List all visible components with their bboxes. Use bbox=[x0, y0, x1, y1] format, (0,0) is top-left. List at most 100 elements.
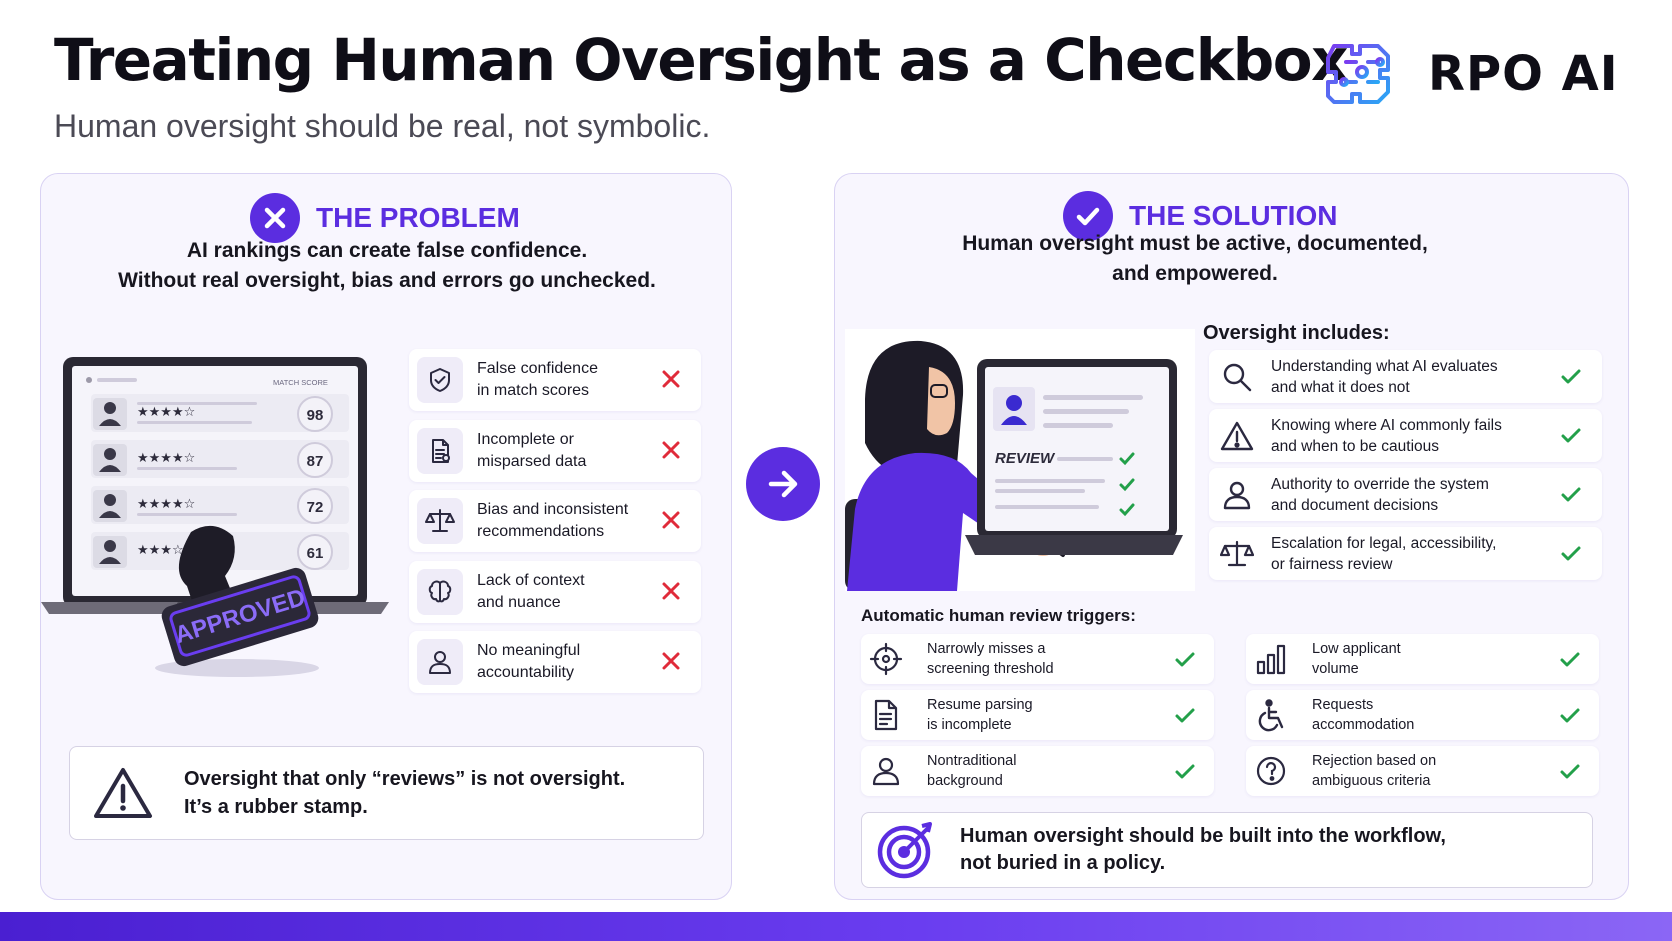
solution-panel: THE SOLUTION Human oversight must be act… bbox=[834, 173, 1629, 900]
problem-lead-line1: AI rankings can create false confidence. bbox=[186, 239, 588, 262]
solution-lead: Human oversight must be active, document… bbox=[895, 229, 1495, 289]
laptop-ranking-illustration: MATCH SCORE ★★★★☆ 98 ★★★★☆ 87 ★★★★☆ bbox=[41, 357, 389, 677]
check-icon bbox=[1561, 369, 1581, 384]
check-icon bbox=[1175, 652, 1195, 667]
problem-list: False confidence in match scores Incompl… bbox=[409, 349, 701, 702]
closing-text: Human oversight should be built into the… bbox=[960, 823, 1446, 877]
list-item: Resume parsing is incomplete bbox=[861, 690, 1214, 740]
list-item-line2: recommendations bbox=[477, 523, 605, 540]
problem-panel: THE PROBLEM AI rankings can create false… bbox=[40, 173, 732, 900]
list-item-line1: Lack of context bbox=[477, 571, 585, 589]
arrow-right-icon bbox=[746, 447, 820, 521]
list-item-line1: No meaningful bbox=[477, 642, 581, 659]
problem-lead-line2: Without real oversight, bias and errors … bbox=[118, 269, 656, 292]
list-item: Incomplete or misparsed data bbox=[409, 419, 701, 482]
list-item: Low applicant volume bbox=[1246, 634, 1599, 684]
list-item-line1: Resume parsing bbox=[927, 697, 1033, 713]
x-circle-icon bbox=[250, 193, 300, 243]
check-circle-icon bbox=[1063, 191, 1113, 241]
list-item-text: Escalation for legal, accessibility, or … bbox=[1271, 533, 1541, 575]
list-item-line2: accountability bbox=[477, 664, 574, 681]
list-item: Knowing where AI commonly fails and when… bbox=[1209, 409, 1602, 462]
page-subtitle: Human oversight should be real, not symb… bbox=[54, 108, 711, 144]
list-item-line1: Authority to override the system bbox=[1271, 475, 1489, 493]
list-item-line1: Understanding what AI evaluates bbox=[1271, 357, 1498, 375]
list-item-line2: ambiguous criteria bbox=[1312, 773, 1431, 789]
list-item: Requests accommodation bbox=[1246, 690, 1599, 740]
cross-icon bbox=[662, 370, 680, 388]
list-item-text: Requests accommodation bbox=[1312, 695, 1532, 735]
circuit-brain-icon bbox=[1326, 44, 1390, 104]
check-icon bbox=[1175, 708, 1195, 723]
solution-lead-line2: and empowered. bbox=[1112, 262, 1278, 285]
rubber-stamp-warning: Oversight that only “reviews” is not ove… bbox=[69, 746, 704, 840]
score-value: 98 bbox=[307, 407, 324, 424]
list-item: Bias and inconsistent recommendations bbox=[409, 490, 701, 552]
check-icon bbox=[1561, 487, 1581, 502]
reviewer-illustration: REVIEW bbox=[845, 329, 1195, 591]
scales-icon bbox=[1215, 532, 1259, 576]
list-item-line2: screening threshold bbox=[927, 661, 1054, 677]
svg-text:★★★★☆: ★★★★☆ bbox=[137, 497, 195, 512]
list-item-text: Lack of context and nuance bbox=[477, 570, 647, 614]
person-icon bbox=[417, 639, 463, 685]
check-icon bbox=[1561, 428, 1581, 443]
search-icon bbox=[1215, 355, 1259, 399]
warning-icon bbox=[1215, 414, 1259, 458]
list-item-text: Narrowly misses a screening threshold bbox=[927, 639, 1147, 679]
list-item-line2: and what it does not bbox=[1271, 378, 1410, 396]
list-item-line1: False confidence bbox=[477, 360, 598, 377]
closing-line1: Human oversight should be built into the… bbox=[960, 825, 1446, 847]
brain-icon bbox=[417, 568, 463, 615]
list-item: Narrowly misses a screening threshold bbox=[861, 634, 1214, 684]
oversight-includes-heading: Oversight includes: bbox=[1203, 322, 1390, 344]
list-item-line2: and when to be cautious bbox=[1271, 437, 1440, 455]
list-item-text: Knowing where AI commonly fails and when… bbox=[1271, 415, 1541, 457]
footer-gradient-bar bbox=[0, 912, 1672, 941]
list-item-text: Rejection based on ambiguous criteria bbox=[1312, 751, 1532, 791]
list-item-text: False confidence in match scores bbox=[477, 358, 647, 402]
crosshair-icon bbox=[865, 638, 907, 680]
bar-chart-icon bbox=[1250, 638, 1292, 680]
question-icon bbox=[1250, 750, 1292, 792]
check-icon bbox=[1560, 652, 1580, 667]
list-item-line1: Knowing where AI commonly fails bbox=[1271, 416, 1502, 434]
check-icon bbox=[1560, 708, 1580, 723]
solution-lead-line1: Human oversight must be active, document… bbox=[962, 232, 1428, 255]
check-icon bbox=[1560, 764, 1580, 779]
svg-text:★★★☆☆: ★★★☆☆ bbox=[137, 543, 195, 558]
candidate-row: ★★★★☆ 98 bbox=[91, 394, 349, 432]
candidate-row: ★★★★☆ 72 bbox=[91, 486, 349, 524]
svg-text:★★★★☆: ★★★★☆ bbox=[137, 405, 195, 420]
person-icon bbox=[1215, 473, 1259, 517]
check-icon bbox=[1561, 546, 1581, 561]
list-item-line2: in match scores bbox=[477, 382, 590, 399]
list-item-line2: or fairness review bbox=[1271, 555, 1393, 573]
cross-icon bbox=[662, 511, 680, 529]
list-item-line2: volume bbox=[1312, 661, 1359, 677]
cross-icon bbox=[662, 582, 680, 599]
list-item: Authority to override the system and doc… bbox=[1209, 468, 1602, 521]
cross-icon bbox=[662, 441, 680, 458]
list-item-text: Low applicant volume bbox=[1312, 639, 1532, 679]
person-icon bbox=[865, 750, 907, 792]
list-item-text: No meaningful accountability bbox=[477, 640, 647, 684]
list-item-text: Resume parsing is incomplete bbox=[927, 695, 1147, 735]
list-item-line1: Low applicant bbox=[1312, 641, 1401, 657]
oversight-includes-list: Understanding what AI evaluates and what… bbox=[1209, 350, 1602, 586]
list-item: Escalation for legal, accessibility, or … bbox=[1209, 527, 1602, 580]
list-item-text: Authority to override the system and doc… bbox=[1271, 474, 1541, 516]
problem-heading-label: THE PROBLEM bbox=[316, 202, 520, 233]
warning-icon bbox=[94, 768, 152, 818]
shield-check-icon bbox=[417, 357, 463, 403]
list-item-text: Nontraditional background bbox=[927, 751, 1147, 791]
list-item-line1: Bias and inconsistent bbox=[477, 501, 629, 518]
document-icon bbox=[865, 694, 907, 736]
document-icon bbox=[417, 427, 463, 474]
triggers-grid: Narrowly misses a screening threshold Lo… bbox=[861, 634, 1599, 796]
problem-lead: AI rankings can create false confidence.… bbox=[61, 236, 713, 296]
cross-icon bbox=[662, 652, 680, 670]
list-item: Nontraditional background bbox=[861, 746, 1214, 796]
score-value: 61 bbox=[307, 545, 324, 562]
svg-text:★★★★☆: ★★★★☆ bbox=[137, 451, 195, 466]
